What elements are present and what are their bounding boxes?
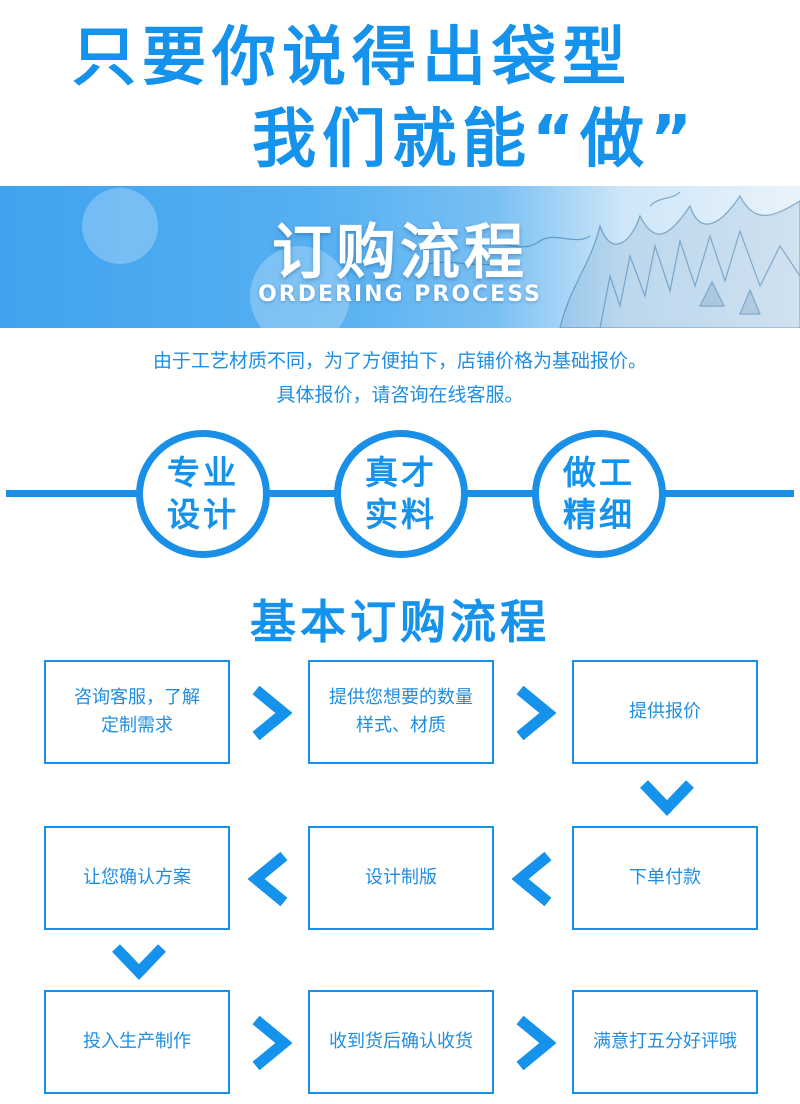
pricing-notice-line-1: 由于工艺材质不同，为了方便拍下，店铺价格为基础报价。 (152, 350, 647, 372)
feature-badge-top: 真才 (365, 453, 437, 492)
chevron-right-icon (252, 1016, 292, 1070)
step-text: 提供报价 (629, 701, 701, 722)
chevron-right-icon (516, 686, 556, 740)
ordering-process-banner: 订购流程 ORDERING PROCESS (0, 186, 800, 328)
process-step-confirm-receipt: 收到货后确认收货 (308, 990, 494, 1094)
chevron-right-icon (252, 686, 292, 740)
banner-title: 订购流程 (272, 218, 528, 288)
banner-subtitle: ORDERING PROCESS (258, 282, 542, 307)
landscape-painting-decoration (82, 188, 800, 328)
process-step-order-pay: 下单付款 (572, 826, 758, 930)
chevron-down-icon (112, 944, 166, 980)
process-title: 基本订购流程 (250, 595, 550, 649)
chevron-left-icon (248, 852, 288, 906)
process-step-review: 满意打五分好评哦 (572, 990, 758, 1094)
process-step-confirm-plan: 让您确认方案 (44, 826, 230, 930)
chevron-left-icon (512, 852, 552, 906)
step-text: 投入生产制作 (83, 1031, 191, 1052)
feature-badge-bottom: 实料 (365, 495, 437, 534)
process-step-quote: 提供报价 (572, 660, 758, 764)
process-step-provide-specs: 提供您想要的数量样式、材质 (308, 660, 494, 764)
headline-line-1: 只要你说得出袋型 (72, 21, 632, 95)
pricing-notice-line-2: 具体报价，请咨询在线客服。 (276, 384, 524, 406)
feature-badge-top: 做工 (563, 453, 635, 492)
process-step-production: 投入生产制作 (44, 990, 230, 1094)
chevron-down-icon (640, 780, 694, 816)
step-text: 收到货后确认收货 (329, 1031, 473, 1052)
step-text: 让您确认方案 (83, 867, 191, 888)
step-text: 提供您想要的数量样式、材质 (329, 687, 473, 736)
feature-badge-top: 专业 (167, 453, 239, 492)
process-step-consult: 咨询客服，了解定制需求 (44, 660, 230, 764)
feature-badge-bottom: 精细 (563, 495, 635, 534)
chevron-right-icon (516, 1016, 556, 1070)
step-text: 满意打五分好评哦 (593, 1031, 737, 1052)
headline-line-2: 我们就能“做” (252, 103, 699, 177)
feature-badge-bottom: 设计 (167, 495, 239, 534)
feature-badge-fine-workmanship: 做工 精细 (532, 430, 666, 558)
step-text: 下单付款 (629, 867, 701, 888)
feature-badge-professional-design: 专业 设计 (136, 430, 270, 558)
feature-badge-genuine-material: 真才 实料 (334, 430, 468, 558)
step-text: 咨询客服，了解定制需求 (74, 687, 200, 736)
step-text: 设计制版 (365, 867, 437, 888)
process-step-design: 设计制版 (308, 826, 494, 930)
